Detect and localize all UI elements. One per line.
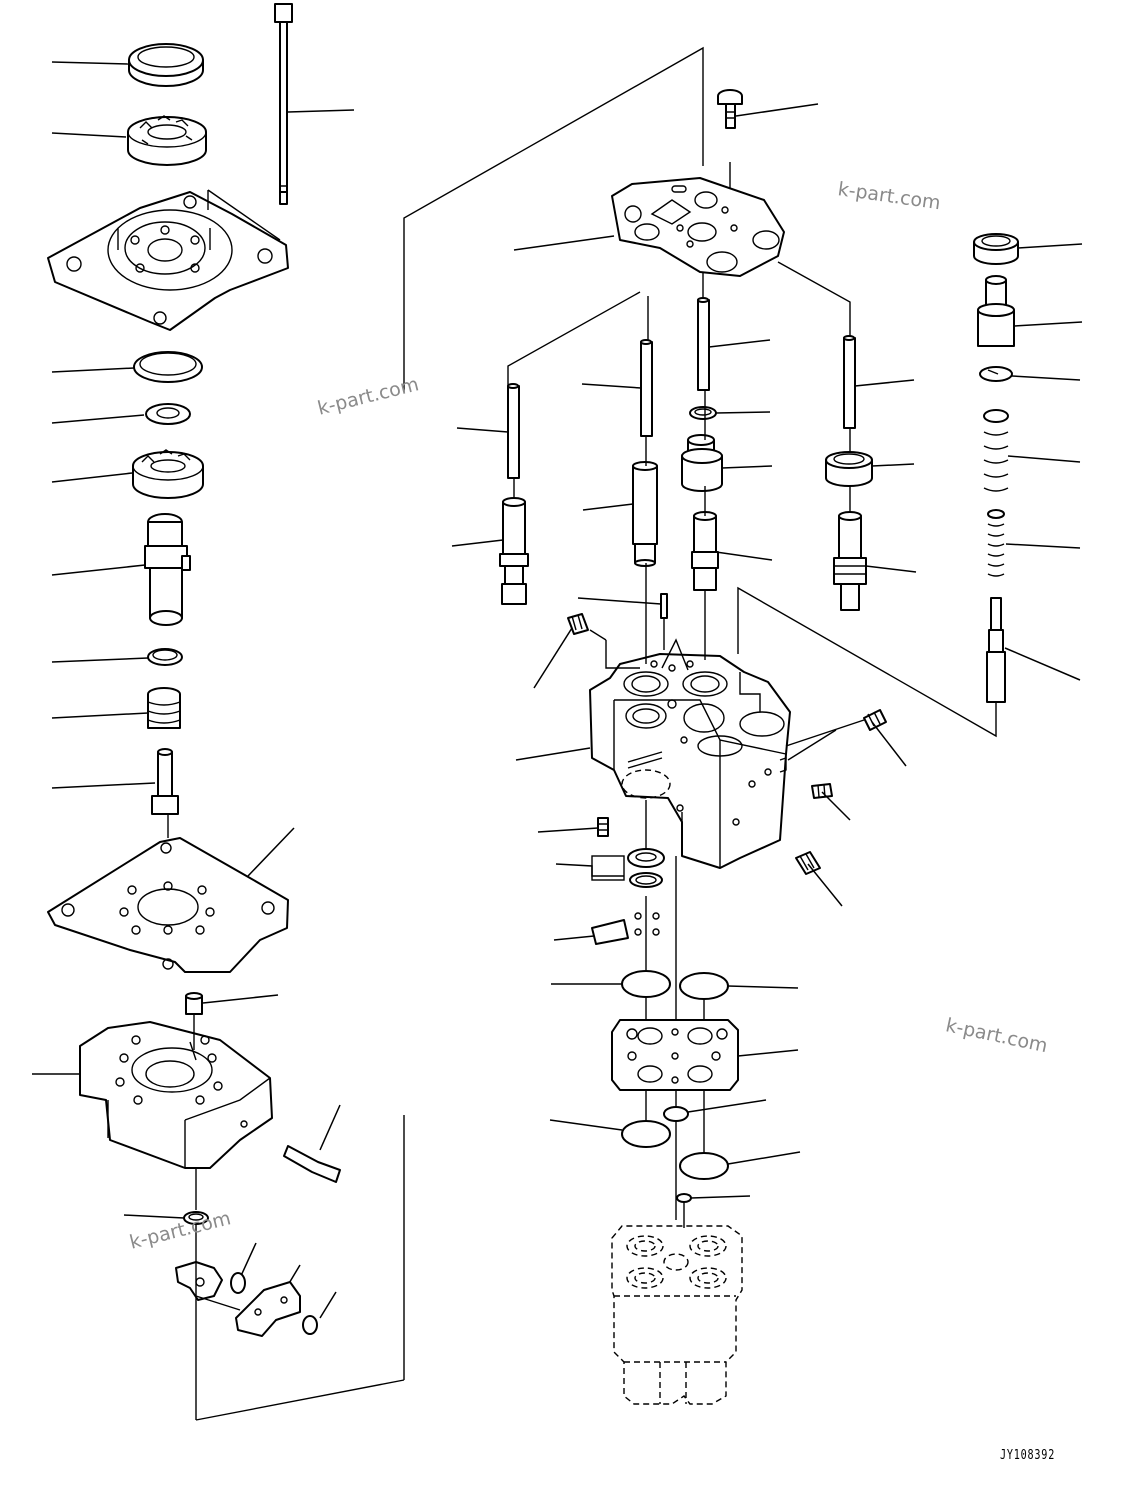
- bearing-part-2: [132, 449, 204, 499]
- pin-c-part: [697, 297, 710, 391]
- right-spring-b-part: [987, 509, 1005, 577]
- right-cap-leader: [1017, 243, 1083, 249]
- bracket-washer-part: [302, 1315, 318, 1335]
- right-pin-part: [986, 597, 1006, 703]
- pin-d-part: [843, 335, 856, 429]
- stacked-ring-part: [627, 848, 665, 888]
- middle-plate-leader: [737, 1049, 799, 1057]
- right-axis-lines: [737, 586, 997, 738]
- right-plunger-leader: [1013, 321, 1083, 327]
- dowel-part: [185, 992, 203, 1015]
- spool-c-part: [691, 511, 719, 591]
- spool-b-leader: [582, 503, 634, 511]
- screw-part: [717, 89, 743, 129]
- pin-b-leader: [581, 383, 642, 389]
- pin-part: [151, 748, 179, 815]
- right-pin-leader: [1004, 647, 1081, 681]
- small-gasket-leader: [687, 1099, 767, 1113]
- valve-body-leader: [515, 747, 591, 761]
- right-plunger-part: [977, 275, 1015, 347]
- spool-b-part: [632, 461, 658, 567]
- screw-leader: [735, 103, 819, 117]
- gasket-c-leader: [549, 1119, 623, 1131]
- small-pins-leader: [553, 935, 595, 941]
- gasket-d-leader: [727, 1151, 801, 1165]
- tiny-o-ring-part: [676, 1193, 692, 1203]
- right-spring-b-leader: [1005, 543, 1081, 549]
- ring-part: [147, 648, 183, 666]
- plug-screw-d-leader: [807, 863, 843, 907]
- plug-screw-a-part: [567, 613, 589, 635]
- flange-plate-part: [47, 191, 289, 331]
- connector-lines: [403, 46, 851, 392]
- left-axis-lines: [167, 189, 405, 1421]
- plug-screw-b-leader: [871, 721, 907, 767]
- gasket-d-part: [679, 1152, 729, 1180]
- gasket-plate-part: [47, 837, 289, 973]
- middle-plate-part: [611, 1019, 739, 1091]
- center-dowel-leader: [537, 827, 599, 833]
- plate-leader: [513, 235, 615, 251]
- o-ring-part: [133, 351, 203, 383]
- pin-a-leader: [456, 427, 509, 433]
- small-pins-set-part: [591, 912, 660, 945]
- right-cap-part: [973, 233, 1019, 265]
- small-gasket-part: [663, 1106, 689, 1122]
- gasket-b-leader: [727, 985, 799, 989]
- center-ring-leader: [715, 411, 771, 414]
- right-seat-leader: [1011, 375, 1081, 381]
- lever-washer-part: [230, 1272, 246, 1294]
- plug-screw-c-leader: [821, 791, 851, 821]
- small-pin-part: [660, 593, 668, 619]
- stacked-ring-bracket: [555, 855, 625, 881]
- spool-a-part: [499, 497, 529, 605]
- gasket-a-part: [621, 970, 671, 998]
- center-dowel-part: [597, 817, 609, 837]
- right-spring-a-part: [983, 409, 1009, 492]
- spool-d-part: [833, 511, 867, 611]
- gasket-b-part: [679, 972, 729, 1000]
- right-seat-part: [979, 366, 1013, 382]
- cap-part: [825, 451, 873, 487]
- spring-part: [147, 687, 181, 729]
- pin-d-leader: [854, 379, 915, 387]
- gasket-c-part: [621, 1120, 671, 1148]
- plug-screw-a-leader: [533, 627, 573, 689]
- bracket-part: [235, 1281, 301, 1337]
- valve-body-part: [589, 653, 791, 869]
- plug-screw-c-part: [811, 783, 833, 799]
- drawing-code: JY108392: [1000, 1448, 1056, 1463]
- tiny-o-ring-leader: [690, 1195, 751, 1199]
- angled-pin-part: [283, 1145, 341, 1183]
- pin-c-leader: [708, 339, 771, 348]
- plug-screw-d-part: [795, 851, 821, 875]
- left-leader-lines: [32, 61, 355, 1319]
- plug-part: [681, 434, 723, 492]
- housing-body-part: [79, 1021, 273, 1169]
- spool-c-leader: [715, 551, 773, 561]
- plug-leader: [721, 465, 773, 469]
- pin-a-part: [507, 383, 520, 479]
- valve-plate-part: [611, 177, 785, 277]
- shaft-part: [144, 513, 191, 626]
- lower-housing-dashed-part: [611, 1225, 743, 1405]
- spool-a-leader: [451, 539, 504, 547]
- plug-screw-b-part: [863, 709, 887, 731]
- right-spring-a-leader: [1007, 455, 1081, 463]
- valve-body-detail-lines: [589, 618, 865, 761]
- seal-ring-part: [128, 43, 204, 87]
- spool-d-leader: [865, 565, 917, 573]
- lever-part: [175, 1261, 223, 1301]
- cap-leader: [871, 463, 915, 467]
- small-pin-leader: [577, 597, 662, 605]
- center-ring-part: [689, 406, 717, 420]
- pin-b-part: [640, 339, 653, 437]
- washer-part: [145, 403, 191, 425]
- bearing-part: [127, 115, 207, 166]
- long-bolt-part: [274, 3, 293, 205]
